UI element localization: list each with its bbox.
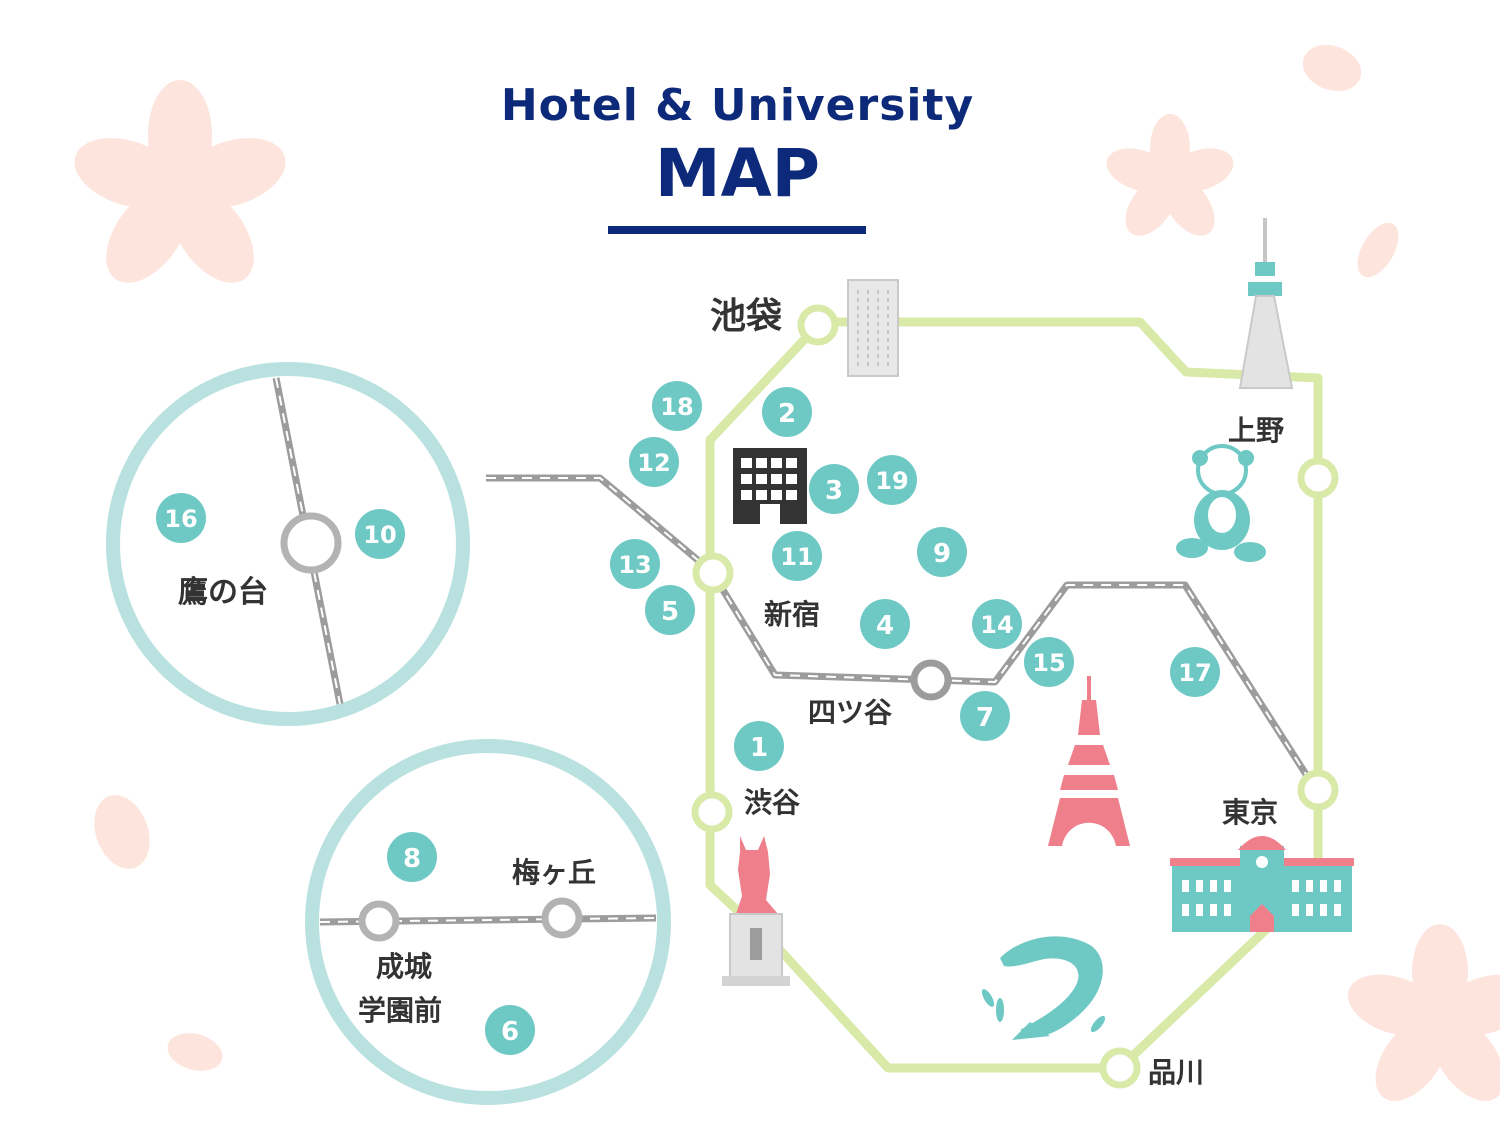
- location-pin-2[interactable]: 2: [762, 387, 812, 437]
- sakura-petal: [167, 1033, 223, 1071]
- tokyo-tower: [1048, 676, 1130, 846]
- station-ueno[interactable]: 上野: [1228, 414, 1339, 499]
- station-label-shibuya: 渋谷: [744, 786, 801, 819]
- station-label-ueno: 上野: [1228, 414, 1284, 447]
- ueno-panda: [1176, 444, 1266, 562]
- pin-number: 13: [618, 551, 651, 579]
- pin-number: 19: [875, 467, 908, 495]
- sakura-flower-bottom-right: [1347, 924, 1500, 1102]
- inset-setagaya: 成城 学園前 梅ヶ丘: [305, 739, 671, 1105]
- location-pin-15[interactable]: 15: [1024, 637, 1074, 687]
- location-pin-12[interactable]: 12: [629, 437, 679, 487]
- station-label-yotsuya: 四ツ谷: [808, 696, 893, 729]
- sakura-flower-top-left: [74, 80, 286, 283]
- pin-number: 2: [778, 399, 796, 429]
- pin-number: 4: [876, 611, 894, 641]
- sakura-flower-top-right: [1106, 114, 1234, 236]
- location-pin-18[interactable]: 18: [652, 381, 702, 431]
- tokyo-station-building: [1170, 836, 1354, 932]
- station-label-tokyo: 東京: [1222, 796, 1278, 829]
- inset-takanodai: 鷹の台: [106, 362, 470, 726]
- sakura-petals: [74, 44, 1500, 1102]
- pin-number: 5: [661, 597, 679, 627]
- location-pin-6[interactable]: 6: [485, 1005, 535, 1055]
- pin-number: 18: [660, 393, 693, 421]
- station-label-seijo-line2: 学園前: [358, 994, 442, 1027]
- pin-number: 8: [403, 844, 421, 874]
- location-pin-1[interactable]: 1: [734, 721, 784, 771]
- pin-number: 15: [1032, 649, 1065, 677]
- location-pin-3[interactable]: 3: [809, 464, 859, 514]
- station-label-shinagawa: 品川: [1148, 1056, 1204, 1089]
- location-pin-8[interactable]: 8: [387, 832, 437, 882]
- pin-number: 17: [1178, 659, 1211, 687]
- station-shibuya[interactable]: 渋谷: [691, 786, 801, 833]
- pin-number: 3: [825, 476, 843, 506]
- map-subtitle: MAP: [654, 135, 821, 212]
- station-umegaoka[interactable]: 梅ヶ丘: [512, 856, 596, 939]
- location-pin-13[interactable]: 13: [610, 539, 660, 589]
- pin-number: 7: [976, 703, 994, 733]
- dolphin: [981, 936, 1106, 1040]
- sakura-petal: [1357, 222, 1399, 278]
- pin-number: 14: [980, 611, 1013, 639]
- station-seijo-gakuenmae[interactable]: 成城 学園前: [358, 900, 442, 1027]
- station-label-umegaoka: 梅ヶ丘: [512, 856, 596, 889]
- station-shinagawa[interactable]: 品川: [1099, 1047, 1204, 1089]
- pin-number: 16: [164, 505, 197, 533]
- hachiko-statue: [722, 836, 790, 986]
- location-pin-4[interactable]: 4: [860, 599, 910, 649]
- station-takanodai[interactable]: 鷹の台: [178, 512, 342, 610]
- location-pin-7[interactable]: 7: [960, 691, 1010, 741]
- station-label-shinjuku: 新宿: [764, 598, 820, 631]
- pin-number: 12: [637, 449, 670, 477]
- sakura-petal: [1302, 44, 1362, 92]
- location-pin-16[interactable]: 16: [156, 493, 206, 543]
- station-label-ikebukuro: 池袋: [710, 296, 782, 337]
- location-pin-14[interactable]: 14: [972, 599, 1022, 649]
- location-pin-9[interactable]: 9: [917, 527, 967, 577]
- location-pin-5[interactable]: 5: [645, 585, 695, 635]
- title-underline: [608, 226, 866, 234]
- station-ikebukuro[interactable]: 池袋: [710, 296, 839, 346]
- chuo-line: [486, 474, 1319, 792]
- location-pin-11[interactable]: 11: [772, 531, 822, 581]
- tokyo-skytree: [1238, 218, 1294, 389]
- skyscraper-building: [847, 279, 899, 377]
- location-pin-19[interactable]: 19: [867, 455, 917, 505]
- pin-number: 1: [750, 733, 768, 763]
- station-tokyo[interactable]: 東京: [1222, 769, 1339, 829]
- station-label-seijo-line1: 成城: [376, 950, 432, 983]
- location-pin-10[interactable]: 10: [355, 509, 405, 559]
- station-yotsuya[interactable]: 四ツ谷: [808, 659, 952, 729]
- pin-number: 11: [780, 543, 813, 571]
- pin-number: 9: [933, 539, 951, 569]
- pin-number: 6: [501, 1017, 519, 1047]
- station-shinjuku[interactable]: 新宿: [692, 552, 820, 631]
- hotel-building: [733, 448, 807, 524]
- sakura-petal: [94, 795, 150, 869]
- pin-number: 10: [363, 521, 396, 549]
- station-label-takanodai: 鷹の台: [178, 575, 268, 610]
- location-pin-17[interactable]: 17: [1170, 647, 1220, 697]
- map-title: Hotel & University: [500, 80, 975, 131]
